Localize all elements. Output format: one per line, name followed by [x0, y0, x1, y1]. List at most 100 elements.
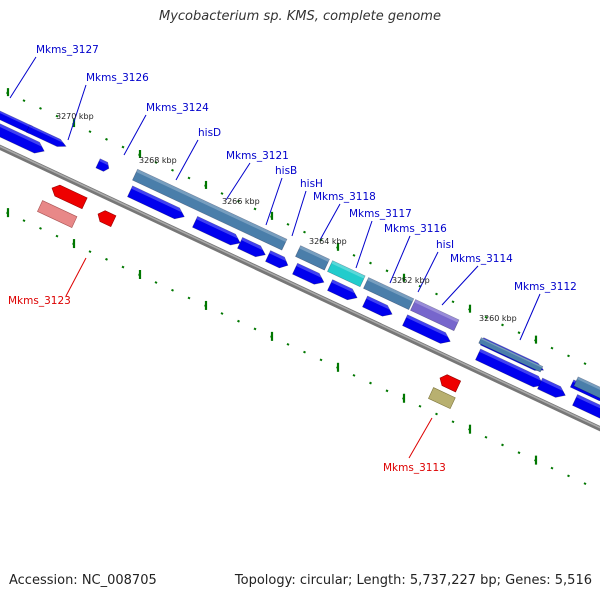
gene-label-mkms_3126: Mkms_3126 — [86, 72, 149, 84]
tick-mark — [88, 250, 92, 253]
reverse-gene-arrow — [97, 210, 117, 228]
forward-gene-arrow — [362, 295, 393, 317]
tick-mark — [352, 253, 356, 257]
reverse-gene-arrow — [439, 374, 462, 393]
scale-label: 3268 kbp — [139, 156, 177, 165]
gene-label-mkms_3113: Mkms_3113 — [383, 462, 446, 474]
gene-label-hisi: hisI — [436, 239, 454, 251]
scale-label: 3262 kbp — [392, 276, 430, 285]
gene-label-mkms_3116: Mkms_3116 — [384, 223, 447, 235]
tick-mark — [583, 482, 587, 486]
leader-line — [65, 257, 87, 297]
forward-gene-arrow — [572, 394, 600, 420]
gene-label-hisd: hisD — [198, 127, 221, 139]
forward-gene-arrow — [475, 348, 544, 388]
tick-mark — [550, 466, 554, 470]
tick-mark — [121, 145, 125, 149]
tick-mark — [253, 207, 257, 211]
tick-mark — [501, 443, 504, 447]
leader-line — [291, 190, 307, 237]
cds-track — [132, 168, 600, 404]
gene-label-mkms_3124: Mkms_3124 — [146, 102, 209, 114]
leader-line — [67, 84, 87, 141]
tick-mark — [369, 381, 372, 385]
cds-bar — [478, 337, 544, 373]
scale-label: 3264 kbp — [309, 237, 347, 246]
tick-mark — [220, 312, 224, 315]
scale-label: 3270 kbp — [56, 112, 94, 121]
tick-mark — [567, 354, 570, 358]
tick-mark — [187, 176, 191, 180]
leader-line — [389, 235, 411, 284]
forward-gene-arrow — [402, 314, 451, 344]
tick-mark — [303, 350, 306, 354]
cds-bar — [410, 299, 460, 332]
tick-mark — [369, 261, 372, 265]
scale-ticks-outer — [6, 88, 587, 366]
tick-mark — [55, 114, 59, 118]
reverse-gene-arrow — [51, 184, 88, 210]
accession-text: Accession: NC_008705 — [9, 573, 157, 588]
label-leader-lines — [9, 56, 541, 459]
tick-mark — [484, 315, 488, 319]
tick-mark — [550, 346, 554, 350]
tick-mark — [385, 389, 389, 393]
tick-mark — [484, 435, 488, 439]
tick-mark — [105, 257, 108, 261]
forward-gene-arrow — [0, 110, 45, 154]
tick-mark — [418, 404, 422, 408]
reverse-pseudogene — [37, 200, 78, 228]
tick-mark — [451, 420, 455, 424]
leader-line — [408, 417, 433, 459]
leader-line — [519, 293, 541, 341]
tick-mark — [237, 319, 240, 323]
tick-mark — [385, 269, 389, 273]
leader-line — [319, 203, 341, 241]
tick-mark — [517, 451, 521, 455]
tick-mark — [220, 192, 224, 195]
tick-mark — [451, 300, 455, 304]
forward-gene-arrow — [265, 250, 289, 269]
gene-label-hisb: hisB — [275, 165, 297, 177]
gene-label-mkms_3117: Mkms_3117 — [349, 208, 412, 220]
gene-label-mkms_3121: Mkms_3121 — [226, 150, 289, 162]
gene-label-mkms_3127: Mkms_3127 — [36, 44, 99, 56]
leader-line — [225, 162, 251, 201]
tick-mark — [286, 343, 290, 346]
leader-line — [175, 139, 199, 181]
tick-mark — [517, 331, 521, 335]
tick-mark — [22, 219, 26, 223]
tick-mark — [105, 137, 108, 141]
tick-mark — [55, 234, 59, 238]
forward-gene-arrow — [537, 377, 566, 398]
forward-gene-arrow — [237, 237, 266, 258]
leader-line — [355, 220, 373, 269]
tick-mark — [171, 288, 174, 292]
forward-gene-arrow — [192, 215, 241, 246]
tick-mark — [22, 99, 26, 103]
forward-gene-arrow — [25, 124, 67, 147]
cds-bar — [363, 277, 415, 310]
tick-mark — [187, 296, 191, 300]
gene-label-mkms_3112: Mkms_3112 — [514, 281, 577, 293]
tick-mark — [171, 168, 174, 172]
gene-label-hish: hisH — [300, 178, 323, 190]
gene-label-mkms_3114: Mkms_3114 — [450, 253, 513, 265]
forward-gene-arrow — [95, 158, 110, 172]
tick-mark — [121, 265, 125, 269]
tick-mark — [88, 130, 92, 133]
tick-mark — [286, 223, 290, 226]
leader-line — [417, 251, 439, 293]
tick-mark — [303, 230, 306, 234]
tick-mark — [253, 327, 257, 331]
forward-gene-arrow — [327, 279, 358, 301]
tick-mark — [567, 474, 570, 478]
scale-ticks-inner — [6, 208, 587, 486]
tick-mark — [39, 106, 42, 110]
tick-mark — [154, 161, 158, 164]
cds-bar — [132, 168, 288, 251]
